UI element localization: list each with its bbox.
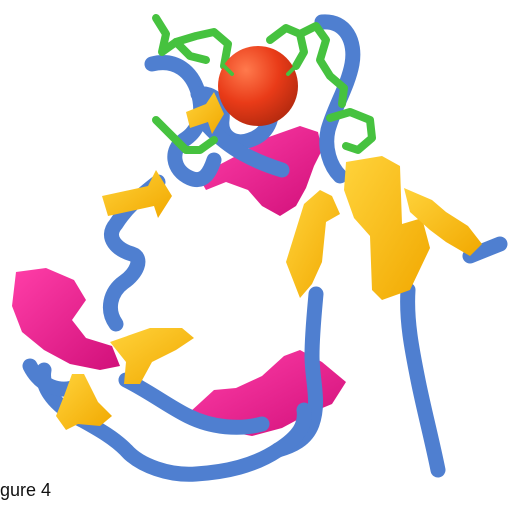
strand-arrow-4 (344, 156, 430, 300)
sidechain-top-left-branch (176, 42, 206, 60)
helix-ribbon-left (12, 268, 120, 370)
metal-ion-sphere (218, 46, 298, 126)
sidechain-right (330, 112, 372, 150)
sidechain-top-right-branch (296, 34, 304, 66)
figure-caption: gure 4 (0, 479, 51, 501)
coil-right-lower (408, 290, 438, 470)
metal-ion (218, 46, 298, 126)
